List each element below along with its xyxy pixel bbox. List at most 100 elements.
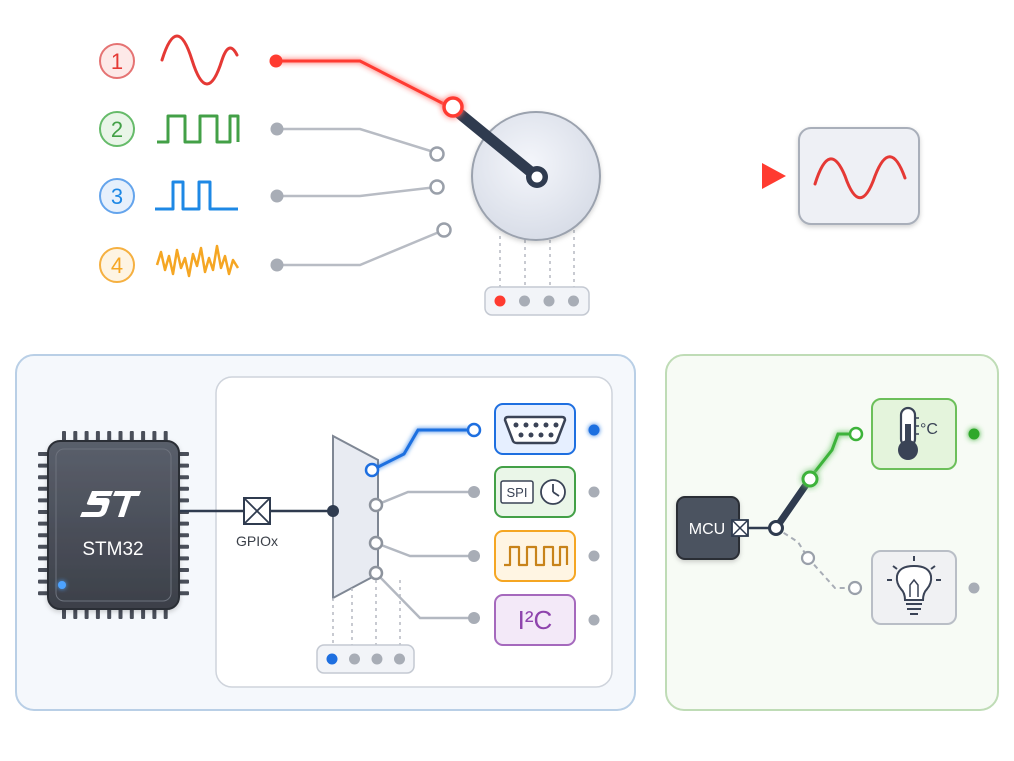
chip-pin-left [38,544,49,549]
peripheral-i2c[interactable] [494,594,576,646]
pwm-wave-icon [504,545,569,567]
position-indicator-dot-1 [494,295,506,307]
pulse-wave-icon [155,180,238,211]
chip-pin-right [178,498,189,503]
mux-position-indicator-dot-3 [371,653,383,665]
selector-contact-4 [436,222,452,238]
chip-pin-top [95,431,100,442]
pwm-status-led [588,550,600,562]
position-indicator-dot-2 [519,295,530,307]
chip-pin-right [178,475,189,480]
switch-wire-bulb-inactive [775,527,854,589]
chip-pin-top [152,431,157,442]
chip-pin-bottom [73,608,78,619]
chip-label: STM32 [82,539,143,560]
chip-pin-left [38,521,49,526]
selector-contact-2 [429,146,445,162]
pwm-terminal [468,550,480,562]
input-number-badge-2 [99,111,135,147]
timer-icon [540,479,566,505]
input-number-badge-1 [99,43,135,79]
stm32-chip[interactable] [47,440,180,610]
chip-pin-right [178,544,189,549]
mux-contact-2 [368,497,384,513]
input-terminal-1 [269,54,283,68]
chip-pin-left [38,475,49,480]
chip-pin-left [38,452,49,456]
chip-pin-left [38,579,49,584]
light-bulb-icon [887,556,941,615]
mux-input-node [327,505,339,517]
input-wire-3 [277,185,438,198]
selector-arm[interactable] [448,103,543,183]
mcu-label: MCU [689,521,725,538]
mux-wire-spi [375,490,472,507]
gpio-pin-cross-b [243,497,271,525]
chip-pin-bottom [141,608,146,619]
chip-pin-bottom [62,608,66,619]
temperature-unit-label: °C [920,421,938,438]
mux-position-indicator-dot-1 [326,653,338,665]
chip-pin-top [118,431,123,442]
mux-contact-4 [368,565,384,581]
input-terminal-3 [270,189,284,203]
chip-pin-left [38,533,49,538]
mcu-mux-panel: STM32 GPIOx [15,354,636,711]
chip-pin-right [178,463,189,468]
input-terminal-2 [270,122,284,136]
spi-terminal [468,486,480,498]
thermometer-status-led [968,428,980,440]
chip-pin-top [62,431,66,442]
position-indicator [484,286,590,316]
position-indicator-dot-4 [568,295,579,307]
mcu-pin-cross-b [731,519,749,537]
chip-inner-border [55,448,172,602]
selector-contact-1-active [442,96,464,118]
position-indicator-dots [494,295,579,307]
mux-contact-3 [368,535,384,551]
switch-contact-1-active [801,470,819,488]
chip-pin-bottom [152,608,157,619]
switch-wire-thermo-active [808,432,854,479]
input-number-2: 2 [111,117,123,142]
mux-contact-1-active [364,462,380,478]
input-wire-4 [277,228,445,267]
switch-arm[interactable] [772,475,814,532]
input-number-1: 1 [111,49,123,74]
light-bulb-status-led [968,582,980,594]
input-number-badge-4 [99,247,135,283]
chip-status-led [58,581,66,589]
spi-status-led [588,486,600,498]
chip-pin-top [84,431,89,442]
mux-position-indicator [316,644,415,674]
output-arrow-icon [762,163,786,189]
sine-wave-icon [160,34,239,86]
input-row-1: 1 [99,34,239,86]
input-row-4: 4 [99,244,240,283]
switch-contact-2 [800,550,816,566]
output-sine-wave-icon [813,155,907,199]
chip-pin-left [38,568,49,572]
chip-pin-left [38,486,49,491]
selector-guide-lines [499,230,575,291]
chip-pin-bottom [84,608,89,619]
noise-wave-icon [155,244,240,278]
chip-pin-right [178,556,189,561]
mux-wire-i2c [375,572,472,620]
chip-pin-bottom [107,608,112,619]
chip-pin-top [163,431,168,442]
mux-position-indicator-dots [326,653,405,665]
chip-pin-right [178,486,189,491]
mux-wire-pwm [375,541,472,558]
serial-terminal [466,422,482,438]
i2c-status-led [588,614,600,626]
serial-status-led [588,424,600,436]
chip-pin-top [73,431,78,442]
spi-label-box [500,480,534,504]
input-wire-1-active [275,59,447,107]
serial-port-icon [503,415,567,445]
st-logo [80,491,141,517]
switch-pivot [768,520,784,536]
input-terminal-4 [270,258,284,272]
